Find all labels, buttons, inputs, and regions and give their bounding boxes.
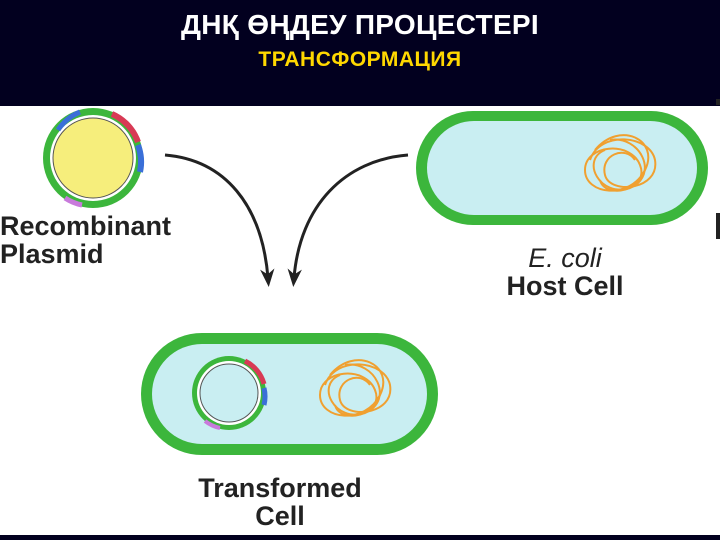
page-title: ДНҚ ӨҢДЕУ ПРОЦЕСТЕРІ [181, 9, 539, 40]
transformed-plasmid [192, 356, 268, 430]
plasmid-label-line2: Plasmid [0, 239, 104, 269]
transformed-label: Transformed Cell [170, 474, 390, 530]
arrow-from-host [287, 153, 409, 287]
transformed-chromosome [318, 359, 392, 417]
host-label: E. coli Host Cell [470, 244, 660, 300]
plasmid-label: Recombinant Plasmid [0, 212, 171, 268]
transformation-diagram [43, 108, 708, 455]
host-chromosome [583, 134, 657, 192]
transformed-label-line1: Transformed [198, 473, 362, 503]
host-cell [416, 111, 708, 225]
transformed-label-line2: Cell [255, 501, 305, 531]
arrow-from-plasmid [164, 153, 275, 287]
plasmid-label-line1: Recombinant [0, 211, 172, 241]
recombinant-plasmid [43, 108, 145, 208]
host-label-line1: E. coli [528, 243, 602, 273]
page-subtitle: ТРАНСФОРМАЦИЯ [258, 48, 462, 71]
header-banner: ДНҚ ӨҢДЕУ ПРОЦЕСТЕРІ ТРАНСФОРМАЦИЯ [0, 0, 720, 106]
edge-fragment [716, 99, 720, 105]
transformed-cell [141, 333, 438, 455]
bottom-strip [0, 535, 720, 540]
host-label-line2: Host Cell [506, 271, 624, 301]
edge-fragment [716, 213, 720, 239]
